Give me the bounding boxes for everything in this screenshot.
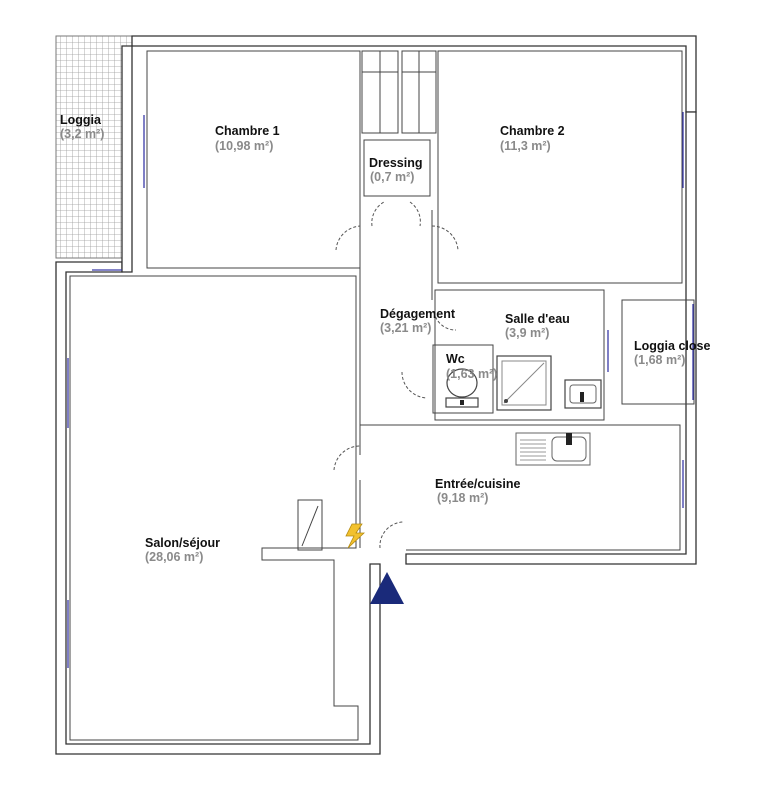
area-chambre2: (11,3 m²) [500,139,551,153]
area-loggia-close: (1,68 m²) [634,353,685,367]
label-entree-cuisine: Entrée/cuisine [435,477,520,491]
label-salle-eau: Salle d'eau [505,312,570,326]
label-chambre2: Chambre 2 [500,124,565,138]
entrance-arrow-icon [370,572,404,604]
electric-panel-icon [345,523,366,549]
area-loggia: (3,2 m²) [60,127,104,141]
room-salon-sejour [69,275,359,741]
area-dressing: (0,7 m²) [370,170,414,184]
area-entree-cuisine: (9,18 m²) [437,491,488,505]
area-salle-eau: (3,9 m²) [505,326,549,340]
loggia-area [55,35,133,259]
storage-niche [297,499,323,551]
room-loggia-close [621,299,695,405]
label-dressing: Dressing [369,156,423,170]
label-loggia-close: Loggia close [634,339,710,353]
washbasin-icon [564,379,602,409]
area-chambre1: (10,98 m²) [215,139,273,153]
sink-icon [515,432,591,466]
room-salle-eau [434,289,605,421]
label-degagement: Dégagement [380,307,456,321]
shower-icon [496,355,552,411]
exterior-walls [55,35,697,755]
area-degagement: (3,21 m²) [380,321,431,335]
label-wc: Wc [446,352,465,366]
closets [361,50,437,134]
label-chambre1: Chambre 1 [215,124,280,138]
label-salon-sejour: Salon/séjour [145,536,220,550]
windows [67,112,694,668]
area-wc: (1,63 m²) [446,367,497,381]
area-salon-sejour: (28,06 m²) [145,550,203,564]
room-wc [432,344,494,414]
room-chambre1 [146,50,361,269]
room-degagement [359,210,433,455]
room-dressing [363,139,431,197]
label-loggia: Loggia [60,113,102,127]
room-chambre2 [437,50,683,284]
door-swings [333,201,459,549]
toilet-icon [445,368,479,408]
